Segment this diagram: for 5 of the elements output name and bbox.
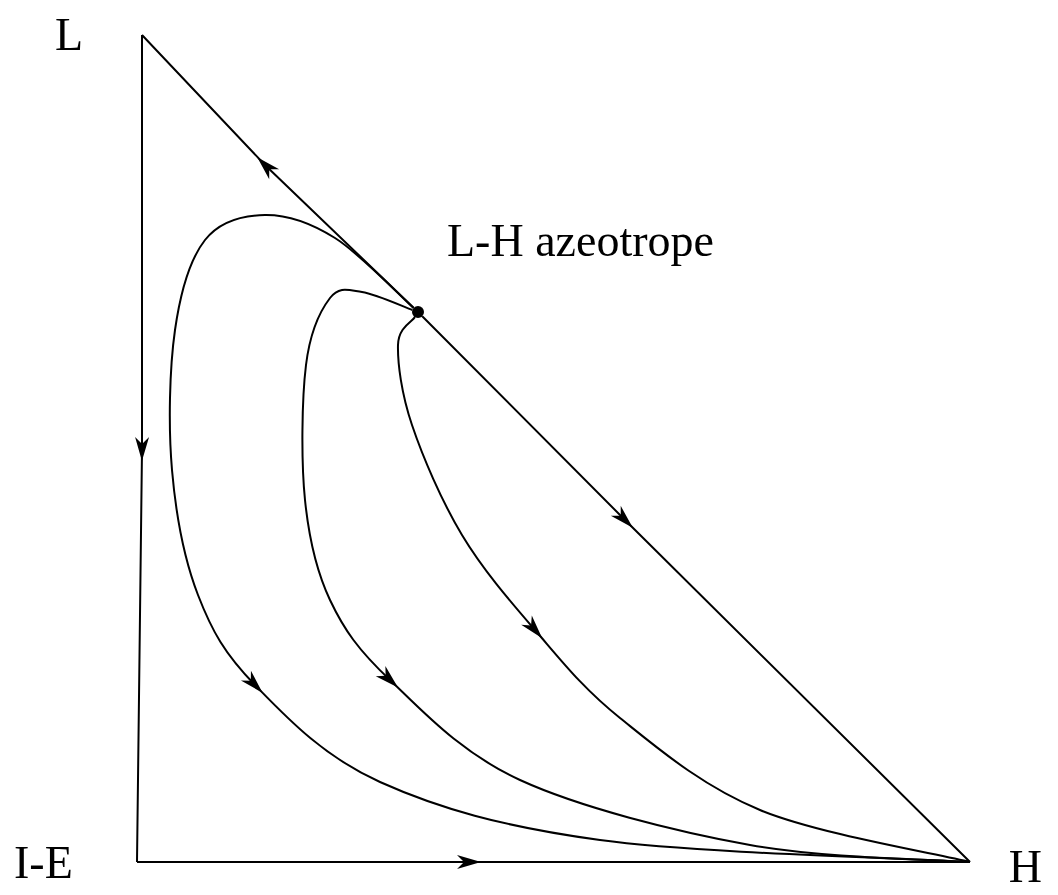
vertex-label: L: [55, 12, 84, 58]
point-label: L-H azeotrope: [447, 218, 714, 264]
vertex-label: I-E: [14, 840, 73, 886]
azeotrope-point: [412, 306, 424, 318]
vertex-label: H: [1008, 844, 1042, 890]
